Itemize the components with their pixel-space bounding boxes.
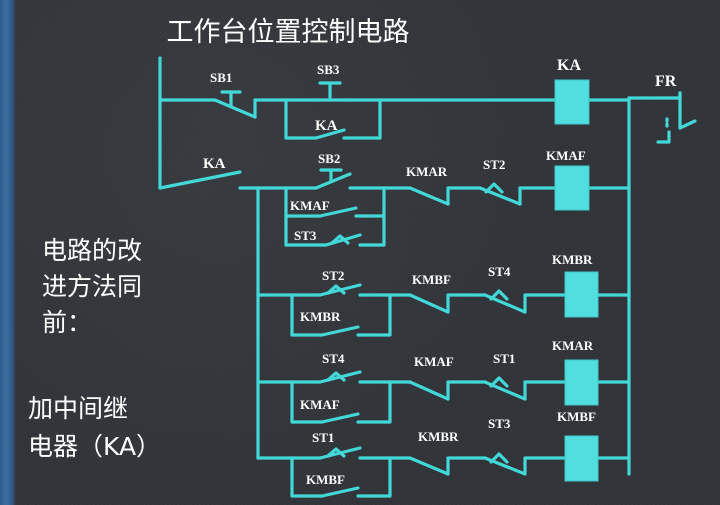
- kmbf-hold-branch: [290, 456, 324, 498]
- label-st3-r5: ST3: [488, 416, 511, 431]
- st4-r4-lever: [326, 371, 346, 382]
- label-st1-r5: ST1: [312, 430, 334, 445]
- sb1-blade: [213, 98, 257, 119]
- fr-pedal: [656, 130, 671, 144]
- st4-r3-lever: [489, 289, 509, 301]
- sb2-blade: [314, 172, 352, 190]
- st3-r2-return: [358, 214, 386, 247]
- ka-hold-return: [342, 98, 382, 140]
- note-line-3: 前：: [42, 308, 93, 337]
- label-st2-r3: ST2: [322, 268, 344, 283]
- label-kmbr-r5: KMBR: [418, 429, 459, 444]
- label-st4-r4: ST4: [322, 351, 345, 366]
- label-st4-r3: ST4: [488, 264, 511, 279]
- kmaf-hold-blade: [318, 206, 358, 218]
- kmbf-hold-return: [356, 456, 392, 498]
- label-st3-r2: ST3: [294, 228, 317, 243]
- slide-title: 工作台位置控制电路: [166, 17, 410, 48]
- st3-r5-lever: [489, 452, 509, 464]
- kmbf-r3-blade: [408, 293, 450, 314]
- kmbf-hold-blade: [320, 486, 360, 498]
- label-st2-r2: ST2: [483, 157, 505, 172]
- kmbr-hold-blade: [320, 325, 360, 337]
- label-ka-coil: KA: [557, 57, 581, 74]
- st2-r2-lever: [484, 182, 504, 194]
- kmaf-coil: [554, 165, 590, 211]
- kmar-hold-blade: [320, 412, 360, 424]
- kmaf-r4-blade: [408, 380, 450, 401]
- kmbf-coil: [564, 435, 599, 482]
- label-sb2: SB2: [318, 151, 340, 166]
- note-line-1: 电路的改: [42, 236, 143, 265]
- st1-r4-lever: [489, 376, 509, 388]
- kmaf-hold-branch: [284, 186, 294, 247]
- label-kmbf-coil: KMBF: [557, 409, 596, 424]
- label-ka-hold: KA: [315, 118, 338, 134]
- st2-r3-lever: [326, 284, 346, 295]
- row1-wire-b: [253, 98, 318, 119]
- kmbr-r5-blade: [408, 456, 450, 476]
- row5-wire-d: [523, 456, 567, 476]
- row3-wire-c: [446, 293, 487, 314]
- label-kmaf-r4: KMAF: [414, 354, 454, 369]
- label-kmar-coil: KMAR: [552, 338, 594, 353]
- row2-wire-c: [446, 186, 482, 206]
- label-kmaf-coil: KMAF: [546, 148, 586, 163]
- kmbr-coil: [564, 271, 599, 318]
- kmbr-hold-branch: [290, 293, 324, 337]
- row5-wire-c: [446, 456, 487, 476]
- label-kmbr-coil: KMBR: [552, 252, 593, 267]
- label-kmaf-hold2: KMAF: [300, 397, 340, 412]
- fr-feed: [627, 91, 682, 100]
- circuit-wiring: [158, 56, 697, 498]
- label-sb1: SB1: [210, 70, 232, 85]
- label-ka-contact: KA: [203, 156, 226, 172]
- label-kmaf-hold: KMAF: [290, 198, 330, 213]
- st1-r5-lever: [326, 447, 346, 458]
- fr-contact: [678, 119, 697, 130]
- kmar-hold-return: [356, 380, 392, 424]
- row4-wire-d: [523, 380, 567, 401]
- note-line-5: 电器（KA）: [28, 432, 162, 461]
- label-sb3: SB3: [317, 62, 340, 77]
- label-st1-r4: ST1: [493, 351, 515, 366]
- note-line-4: 加中间继: [28, 394, 129, 423]
- label-kmbr-hold: KMBR: [300, 309, 341, 324]
- ka-contact-blade: [158, 170, 242, 190]
- ka-coil: [554, 79, 590, 125]
- ka-hold-blade: [314, 128, 346, 140]
- kmar-coil: [564, 359, 599, 406]
- row2-wire-d: [518, 186, 557, 206]
- row4-wire-c: [446, 380, 487, 401]
- note-line-2: 进方法同: [42, 272, 143, 301]
- st3-r2-lever: [330, 234, 350, 245]
- label-fr: FR: [655, 73, 677, 90]
- label-kmar-r2: KMAR: [406, 164, 448, 179]
- ka-hold-branch: [284, 98, 318, 140]
- kmbr-hold-return: [356, 293, 392, 337]
- kmar-r2-blade: [408, 186, 450, 206]
- label-kmbf-hold: KMBF: [306, 472, 345, 487]
- label-kmbf-r3: KMBF: [412, 272, 451, 287]
- kmar-hold-branch: [290, 380, 324, 424]
- kmaf-hold-return: [354, 186, 386, 218]
- row3-wire-d: [523, 293, 567, 314]
